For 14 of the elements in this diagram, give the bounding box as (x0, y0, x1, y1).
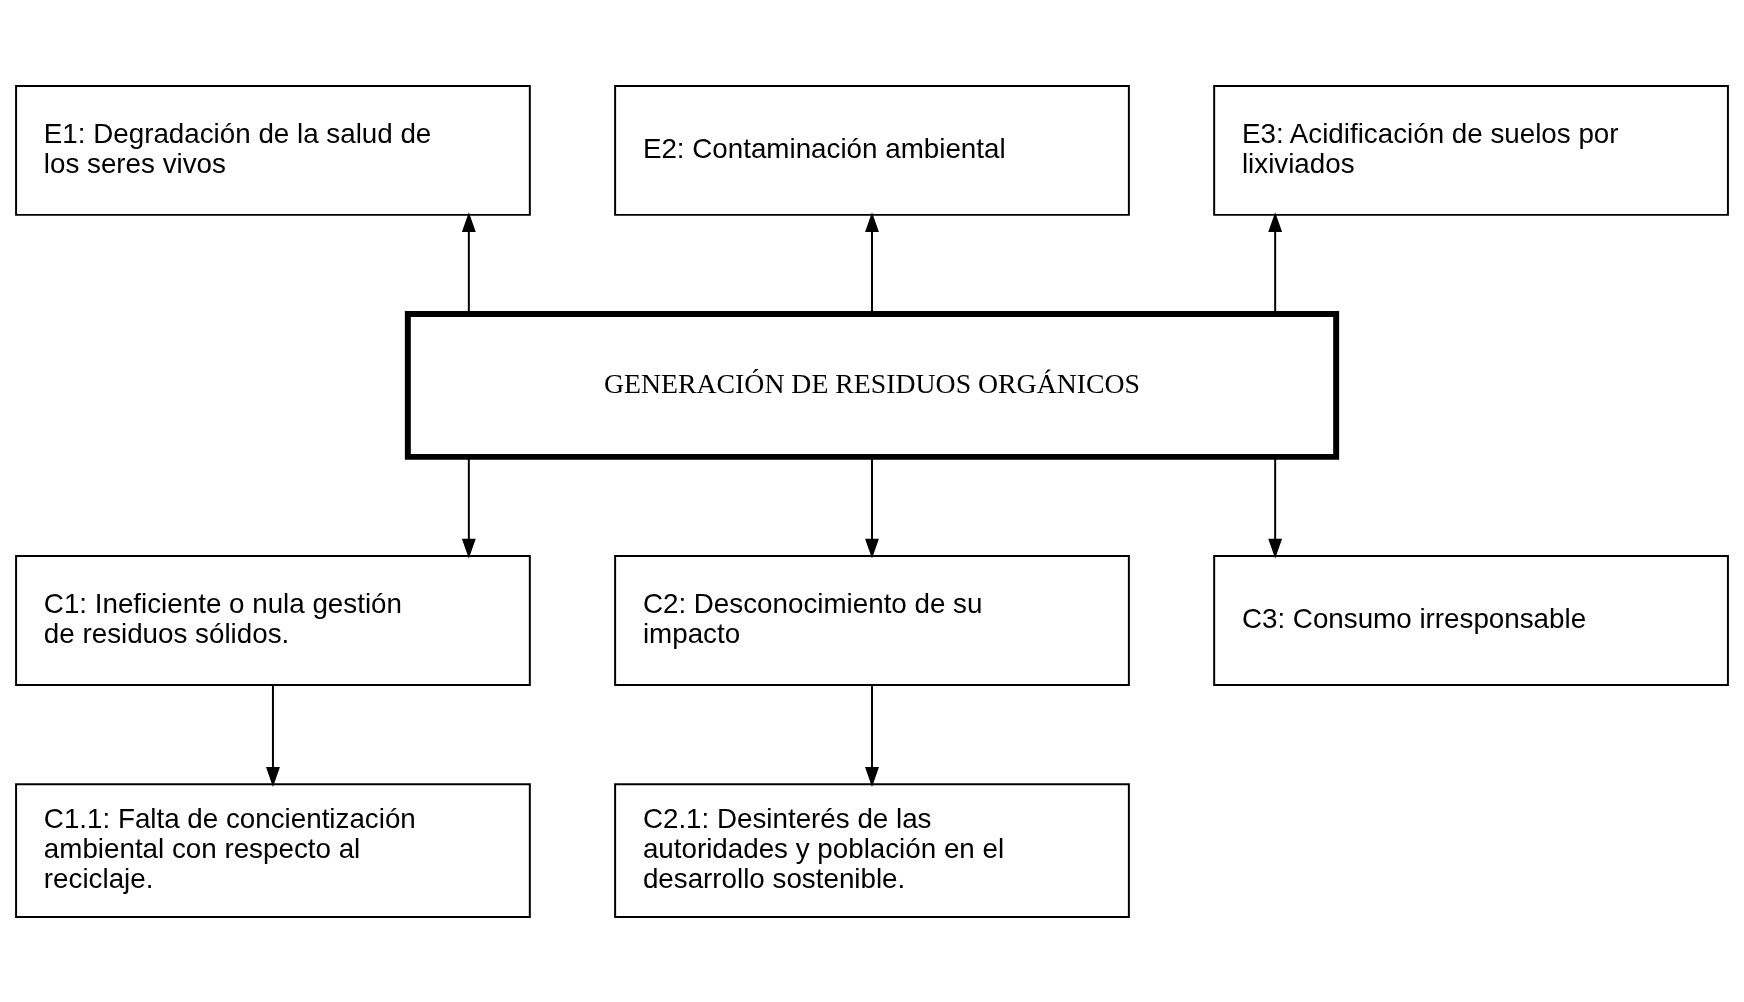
node-box: C2: Desconocimiento de su impacto (614, 554, 1130, 686)
node-box: C2.1: Desinterés de las autoridades y población en el desarrollo sostenible. (614, 782, 1130, 918)
arrow (266, 683, 280, 787)
node-box: C3: Consumo irresponsable (1213, 554, 1729, 686)
node-box: C1: Ineficiente o nula gestión de residuos sólidos. (15, 554, 531, 686)
node-box: E2: Contaminación ambiental (614, 84, 1130, 216)
arrow (865, 683, 879, 787)
node-box: C1.1: Falta de concientización ambiental con respecto al reciclaje. (15, 782, 531, 918)
node-box: E1: Degradación de la salud de los seres vivos (15, 84, 531, 216)
node-box: GENERACIÓN DE RESIDUOS ORGÁNICOS (404, 310, 1340, 460)
arrow (865, 211, 879, 314)
arrow (461, 211, 476, 314)
node-box: E3: Acidificación de suelos por lixiviados (1213, 84, 1729, 216)
arrow (1268, 211, 1283, 314)
